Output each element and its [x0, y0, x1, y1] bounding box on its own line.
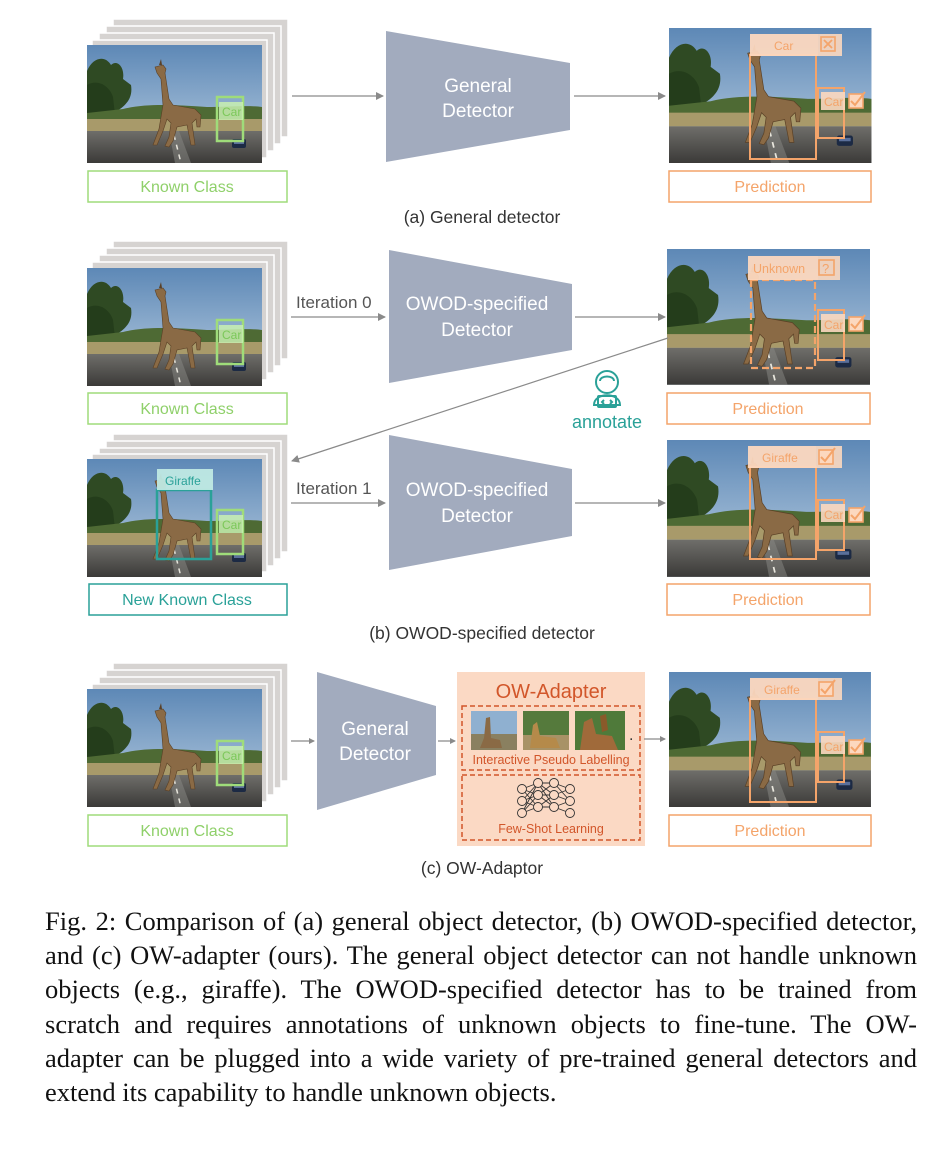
check-mark-icon	[818, 447, 836, 465]
figure: Car Known Class General Detector Car Car	[86, 18, 873, 878]
pred-giraffe-tag-text: Giraffe	[764, 683, 800, 697]
panel-a: Car Known Class General Detector Car Car	[86, 18, 873, 227]
general-detector-shape	[386, 31, 570, 162]
detector-label-line2: Detector	[441, 506, 513, 527]
prediction-image: Unknown ? Car	[666, 248, 871, 386]
pred-car-tag2-text: Car	[824, 95, 843, 109]
prediction-box	[666, 583, 871, 616]
prediction-label: Prediction	[732, 401, 803, 418]
svg-text:?: ?	[822, 261, 829, 276]
car-tag-text: Car	[222, 105, 241, 119]
thumbnail-giraffe-2	[523, 711, 569, 750]
prediction-image: Giraffe Car	[666, 439, 871, 578]
detector-label-line2: Detector	[339, 744, 411, 765]
new-known-class-label: New Known Class	[122, 592, 252, 609]
new-known-image-stack: Giraffe Car	[86, 433, 289, 578]
prediction-image: Car Car	[668, 27, 873, 164]
ow-adapter-block: OW-Adapter . Interactive Pseudo Labellin…	[457, 672, 645, 846]
few-shot-box	[461, 774, 641, 841]
check-mark-icon	[848, 91, 866, 109]
prediction-label: Prediction	[734, 179, 805, 196]
new-known-class-box	[88, 583, 288, 616]
check-mark-icon	[818, 679, 836, 697]
panel-c: Car Known Class General Detector OW-Adap…	[86, 662, 872, 878]
input-image-stack: Car	[86, 662, 289, 808]
adapter-background	[457, 672, 645, 846]
few-shot-label: Few-Shot Learning	[498, 822, 604, 836]
detector-label-line1: General	[341, 719, 409, 740]
panel-a-caption: (a) General detector	[404, 207, 561, 227]
panel-b: Car Known Class Iteration 0 OWOD-specifi…	[86, 240, 871, 643]
thumbnail-giraffe-3	[575, 711, 625, 750]
known-class-box	[87, 814, 288, 847]
panel-c-caption: (c) OW-Adaptor	[421, 858, 543, 878]
check-mark-icon	[848, 314, 866, 332]
pred-car-tag-text: Car	[824, 318, 843, 332]
ellipsis: .	[629, 727, 633, 744]
annotator-person-icon	[592, 370, 622, 408]
neural-network-icon	[517, 778, 575, 818]
known-class-box	[87, 170, 288, 203]
feedback-arrow	[291, 337, 669, 463]
input-image-stack: Car	[86, 18, 289, 164]
prediction-image: Giraffe Car	[668, 671, 872, 808]
pred-car-tag	[750, 34, 818, 56]
detector-label-line1: OWOD-specified	[406, 480, 549, 501]
annotate-label: annotate	[572, 412, 642, 432]
iteration-0-label: Iteration 0	[296, 293, 372, 312]
car-tag-text: Car	[222, 749, 241, 763]
thumbnail-giraffe-1	[471, 711, 517, 750]
iteration-1-label: Iteration 1	[296, 479, 372, 498]
prediction-box	[668, 814, 872, 847]
owod-detector-shape	[389, 435, 572, 570]
pseudo-labelling-label: Interactive Pseudo Labelling	[472, 753, 629, 767]
figure-caption: Fig. 2: Comparison of (a) general object…	[45, 906, 917, 1108]
panel-b-caption: (b) OWOD-specified detector	[369, 623, 595, 643]
check-mark-icon	[848, 737, 866, 755]
detector-label-line1: OWOD-specified	[406, 294, 549, 315]
general-detector-shape	[317, 672, 436, 810]
check-mark-icon	[848, 505, 866, 523]
detector-label-line1: General	[444, 76, 512, 97]
prediction-label: Prediction	[732, 592, 803, 609]
known-class-box	[87, 392, 288, 425]
car-tag-text: Car	[222, 328, 241, 342]
detector-label-line2: Detector	[442, 101, 514, 122]
known-class-label: Known Class	[140, 179, 233, 196]
known-class-label: Known Class	[140, 823, 233, 840]
detector-label-line2: Detector	[441, 320, 513, 341]
pred-giraffe-tag-text: Giraffe	[762, 451, 798, 465]
prediction-box	[666, 392, 871, 425]
unknown-tag-text: Unknown	[753, 262, 805, 276]
car-box	[817, 87, 845, 139]
known-class-label: Known Class	[140, 401, 233, 418]
car-tag-text: Car	[222, 518, 241, 532]
owod-detector-shape	[389, 250, 572, 383]
unknown-box	[749, 278, 817, 370]
input-image-stack: Car	[86, 240, 289, 387]
giraffe-tag-text: Giraffe	[165, 474, 201, 488]
cross-mark-icon	[820, 36, 836, 52]
pred-car-tag-text: Car	[824, 740, 843, 754]
car-tag	[219, 102, 243, 120]
adapter-title: OW-Adapter	[496, 681, 607, 703]
prediction-box	[668, 170, 872, 203]
question-mark-icon: ?	[818, 259, 835, 276]
pred-car-tag-text: Car	[774, 39, 793, 53]
pseudo-labelling-box	[461, 705, 641, 771]
prediction-label: Prediction	[734, 823, 805, 840]
pred-car-tag-text: Car	[824, 508, 843, 522]
